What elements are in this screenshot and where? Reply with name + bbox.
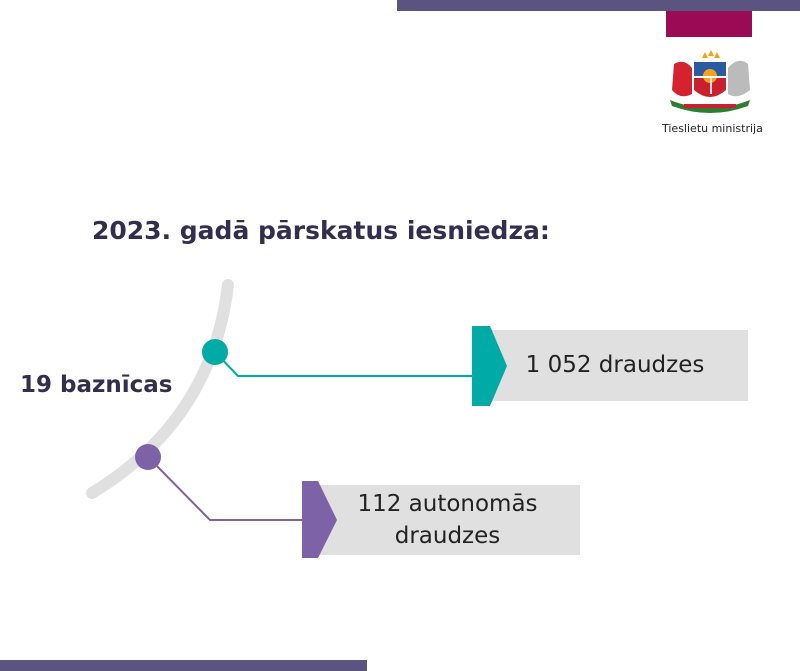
autonomous-box <box>318 485 580 555</box>
draudzes-box <box>490 330 748 401</box>
draudzes-count: 1 052 draudzes <box>525 352 705 378</box>
autonomous-count: 112 autonomās draudzes <box>330 488 565 552</box>
ministry-name: Tieslietu ministrija <box>662 122 763 135</box>
purple-arrow-icon <box>302 481 337 558</box>
teal-connector <box>214 351 480 377</box>
autonomous-line1: 112 autonomās <box>357 491 538 517</box>
coat-of-arms-logo <box>670 50 750 113</box>
autonomous-line2: draudzes <box>394 523 501 549</box>
churches-count-label: 19 baznīcas <box>20 372 173 398</box>
bottom-bar <box>0 660 367 671</box>
teal-node <box>202 339 228 365</box>
purple-node <box>135 444 161 470</box>
arc <box>86 279 234 499</box>
top-bar <box>397 0 800 11</box>
purple-connector <box>147 456 305 521</box>
teal-arrow-icon <box>472 326 507 406</box>
page-title: 2023. gadā pārskatus iesniedza: <box>92 216 550 245</box>
accent-block <box>666 11 752 37</box>
